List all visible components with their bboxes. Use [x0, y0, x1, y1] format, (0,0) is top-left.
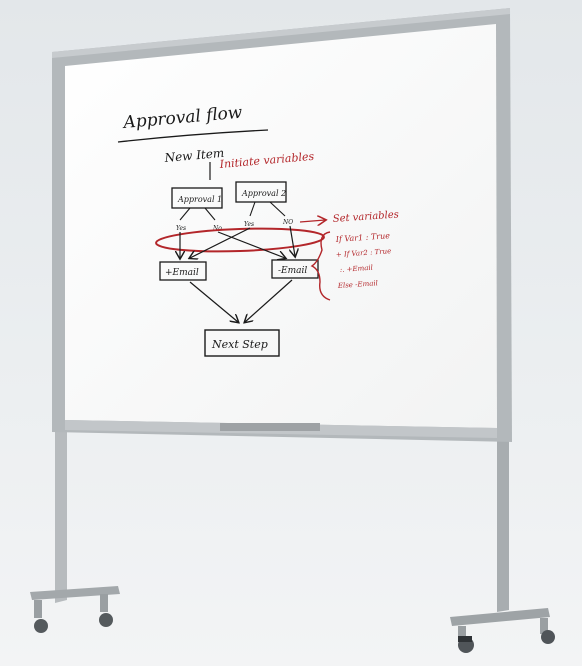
- set-variables-arrow: [299, 220, 325, 222]
- approval-1-label: Approval 1: [177, 195, 222, 204]
- plus-email-box: [159, 261, 207, 281]
- set-variables-note: Set variables: [332, 209, 399, 225]
- start-label: New Item: [163, 146, 225, 165]
- branch-yes-left: Yes: [176, 225, 186, 232]
- branch-no-left: No: [212, 225, 222, 232]
- condition-line-1: If Var1 : True: [335, 231, 391, 244]
- variables-highlight: [155, 227, 325, 253]
- next-step-label: Next Step: [211, 338, 268, 351]
- whiteboard-stand: [30, 430, 550, 626]
- approval-2-box: [235, 181, 287, 203]
- condition-line-2: + If Var2 : True: [336, 247, 392, 259]
- caster-wheel: [34, 594, 555, 653]
- branch-yes-right: Yes: [244, 221, 254, 228]
- minus-email-label: -Email: [278, 266, 307, 276]
- approval-1-box: [171, 187, 223, 209]
- title-underline: [117, 129, 269, 143]
- plus-email-label: +Email: [165, 268, 199, 278]
- approval-2-label: Approval 2: [241, 189, 286, 198]
- branch-no-right: NO: [282, 219, 293, 226]
- whiteboard-surface: [65, 24, 497, 428]
- minus-email-box: [271, 259, 319, 279]
- eraser: [220, 423, 320, 431]
- condition-line-3: :. +Email: [340, 264, 374, 274]
- condition-line-4: Else -Email: [337, 279, 379, 290]
- condition-bracket: [310, 231, 331, 301]
- next-step-box: [204, 329, 280, 357]
